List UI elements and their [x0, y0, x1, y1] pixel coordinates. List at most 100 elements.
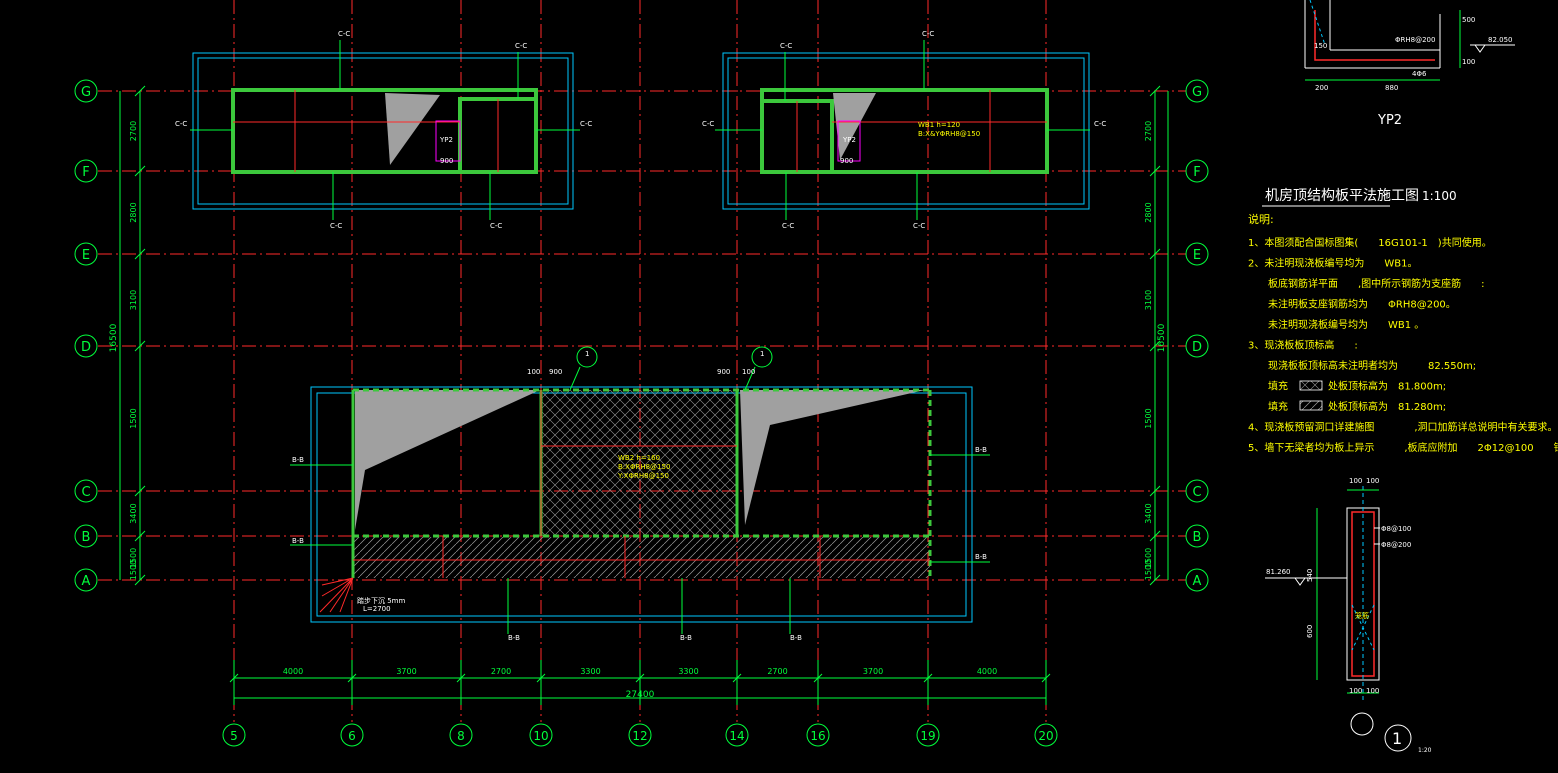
dimension-tick — [1149, 485, 1161, 497]
dimension-tick — [1149, 165, 1161, 177]
cc-label: C-C — [338, 30, 350, 38]
upper-right-room-plan — [715, 40, 1090, 220]
detail-dim: 100 — [1366, 477, 1379, 485]
dimension-value: 3300 — [580, 667, 600, 676]
drawing-scale: 1:100 — [1422, 189, 1457, 203]
dimension-value: 2800 — [129, 202, 138, 222]
axis-bubble — [916, 723, 940, 747]
stair-note: 踏步下沉 5mm — [357, 596, 405, 605]
axis-bubble-label: 20 — [1038, 729, 1053, 743]
axis-bubble — [74, 242, 98, 266]
yp2-dim: 200 — [1315, 84, 1328, 92]
axis-bubble-label: 10 — [533, 729, 548, 743]
yp2-dim: 880 — [1385, 84, 1398, 92]
detail-dim: 100 — [1349, 477, 1362, 485]
axis-bubble — [1034, 723, 1058, 747]
dimension-tick — [134, 340, 146, 352]
axis-bubble — [1185, 242, 1209, 266]
axis-bubble — [628, 723, 652, 747]
cc-label: C-C — [780, 42, 792, 50]
axis-bubble — [74, 524, 98, 548]
dimension-value: 2700 — [1144, 121, 1153, 141]
dimension-total: 16500 — [1157, 323, 1167, 352]
note-line: 未注明现浇板编号均为 WB1 。 — [1248, 318, 1424, 331]
bb-label: B-B — [975, 553, 987, 561]
dimension-value: 2800 — [1144, 202, 1153, 222]
axis-bubble — [74, 479, 98, 503]
axis-bubble-label: A — [1193, 574, 1202, 589]
axis-bubble-label: C — [1192, 485, 1201, 500]
dimension-value: 2700 — [491, 667, 511, 676]
cc-label: C-C — [1094, 120, 1106, 128]
dimension-tick — [134, 485, 146, 497]
yp2-tag: YP2 — [439, 136, 453, 144]
cc-label: C-C — [515, 42, 527, 50]
cc-label: C-C — [330, 222, 342, 230]
section-1-detail — [1265, 486, 1412, 752]
wb2-rebar-y: Y:XΦRH8@150 — [617, 472, 669, 480]
stair-length: L=2700 — [363, 605, 391, 613]
axis-bubble — [806, 723, 830, 747]
dimension-tick — [1149, 530, 1161, 542]
axis-bubble-label: 16 — [810, 729, 825, 743]
axis-bubble — [74, 79, 98, 103]
bb-label: B-B — [292, 456, 304, 464]
axis-bubble — [725, 723, 749, 747]
wb1-label: WB1 h=120 — [918, 121, 960, 129]
dimension-value: 4000 — [977, 667, 997, 676]
axis-bubble — [1185, 159, 1209, 183]
upper-right-labels: C-C C-C C-C C-C C-C C-C YP2 900 WB1 h=12… — [702, 30, 1106, 230]
drawing-notes: 机房顶结构板平法施工图 1:100 说明: 1、本图须配合国标图集( 16G10… — [1248, 188, 1558, 454]
dimension-tick — [134, 574, 146, 586]
wb2-label: WB2 h=160 — [618, 454, 660, 462]
yp2-detail-labels: 200 880 150 500 100 ΦRH8@200 4Φ6 82.050 … — [1314, 16, 1513, 128]
axis-bubble-label: G — [1192, 85, 1202, 100]
bb-label: B-B — [790, 634, 802, 642]
section-mark: 1 — [585, 350, 589, 358]
cc-label: C-C — [922, 30, 934, 38]
yp2-elevation: 82.050 — [1488, 36, 1513, 44]
axis-bubble — [74, 568, 98, 592]
cc-label: C-C — [580, 120, 592, 128]
axis-bubble — [222, 723, 246, 747]
grid-axis-lines — [98, 0, 1186, 722]
cc-label: C-C — [175, 120, 187, 128]
cc-label: C-C — [702, 120, 714, 128]
dimension-value: 1500 — [1144, 408, 1153, 428]
dimension-tick — [1149, 248, 1161, 260]
notes-lines: 1、本图须配合国标图集( 16G101-1 )共同使用。2、未注明现浇板编号均为… — [1248, 236, 1558, 454]
upper-left-room-plan — [190, 40, 580, 220]
yp2-section-detail — [1304, 0, 1515, 81]
axis-bubble — [1185, 524, 1209, 548]
notes-heading: 说明: — [1248, 212, 1274, 226]
axis-bubble-label: 19 — [920, 729, 935, 743]
dimension-tick — [1149, 85, 1161, 97]
dimension-value: 1500 — [129, 548, 138, 568]
dimension-tick — [1149, 340, 1161, 352]
bb-label: B-B — [680, 634, 692, 642]
axis-bubble — [1185, 568, 1209, 592]
dimension-tick — [134, 165, 146, 177]
detail-rebar: Φ8@100 — [1381, 525, 1411, 533]
axis-bubble-label: E — [1193, 248, 1201, 263]
detail-dim: 600 — [1306, 625, 1314, 638]
axis-bubble — [74, 334, 98, 358]
wb1-rebar: B:X&YΦRH8@150 — [918, 130, 980, 138]
dim-900: 900 — [549, 368, 562, 376]
yp2-tag: YP2 — [842, 136, 856, 144]
detail-dim: 100 — [1349, 687, 1362, 695]
note-line: 填充 处板顶标高为 81.280m; — [1248, 400, 1446, 413]
wb2-rebar-x: B:XΦRH8@150 — [618, 463, 670, 471]
cc-label: C-C — [490, 222, 502, 230]
axis-bubble-label: 14 — [729, 729, 744, 743]
axis-bubble-label: 5 — [230, 729, 238, 743]
dimension-tick — [134, 530, 146, 542]
yp2-dim: 150 — [1314, 42, 1327, 50]
detail-scale: 1:20 — [1418, 747, 1432, 754]
dimension-value: 3700 — [863, 667, 883, 676]
axis-bubble-label: F — [82, 165, 89, 180]
yp2-dim: 500 — [1462, 16, 1475, 24]
note-line: 3、现浇板板顶标高 : — [1248, 339, 1358, 352]
